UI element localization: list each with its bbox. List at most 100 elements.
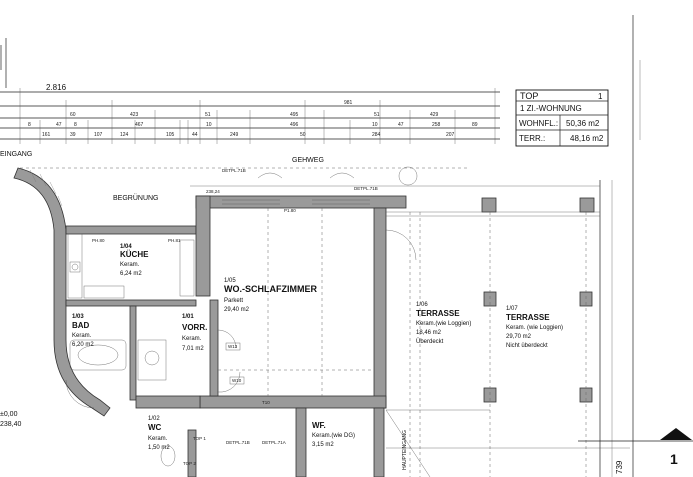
info-living-label: WOHNFL.: <box>519 119 558 128</box>
room-wc-finish: Keram. <box>148 436 168 442</box>
dim-row3-e: 10 <box>206 122 212 128</box>
tag-misc-a: P1.80 <box>284 208 296 213</box>
detail-tags: DETPL.71B DETPL.71B DETPL.71B DETPL.71A … <box>0 168 378 466</box>
room-wf: WF. Keram.(wie DG) 3,15 m2 <box>312 421 355 448</box>
dim-row4-g: 249 <box>230 132 239 138</box>
info-terrace-label: TERR.: <box>519 134 545 143</box>
room-bath-number: 1/03 <box>72 314 84 320</box>
room-wc-name: WC <box>148 423 162 432</box>
dim-row4-c: 107 <box>94 132 103 138</box>
dim-row4-d: 124 <box>120 132 129 138</box>
room-kitchen-name: KÜCHE <box>120 250 149 259</box>
room-kitchen-area: 6,24 m2 <box>120 271 142 277</box>
dim-row2-f: 429 <box>430 112 439 118</box>
room-terrace2-area: 29,70 m2 <box>506 334 532 340</box>
kitchen-fixtures <box>67 233 195 299</box>
dim-row3-c: 8 <box>74 122 77 128</box>
tag-detail-2: DETPL.71B <box>354 186 378 191</box>
dim-row3-d: 467 <box>135 122 144 128</box>
room-terrace1-note: Überdeckt <box>416 338 444 345</box>
tag-top1: TOP 1 <box>193 436 206 441</box>
room-living-name: WO.-SCHLAFZIMMER <box>224 284 317 294</box>
tag-elev-3: 238,40 <box>0 421 22 428</box>
dim-row2-e: 51 <box>374 112 380 118</box>
dim-row1-a: 981 <box>344 100 353 106</box>
dim-row2-c: 51 <box>205 112 211 118</box>
walls <box>65 195 595 477</box>
room-terrace2-name: TERRASSE <box>506 313 550 322</box>
info-living-value: 50,36 m2 <box>566 119 600 128</box>
dim-row4-b: 39 <box>70 132 76 138</box>
dim-row4-h: 50 <box>300 132 306 138</box>
dim-row4-a: 161 <box>42 132 51 138</box>
tag-elev-1: 238,24 <box>206 189 220 194</box>
dim-row2-a: 60 <box>70 112 76 118</box>
room-living: 1/05 WO.-SCHLAFZIMMER Parkett 29,40 m2 <box>224 278 317 313</box>
room-wc-area: 1,50 m2 <box>148 445 170 451</box>
dim-row3-a: 8 <box>28 122 31 128</box>
room-living-area: 29,40 m2 <box>224 307 250 313</box>
tag-misc-c: PH.81 <box>168 238 181 243</box>
street-label: GEHWEG <box>292 157 324 164</box>
room-terrace2-finish: Keram. (wie Loggien) <box>506 325 563 331</box>
curved-entrance-wall <box>13 167 111 417</box>
room-hall-name: VORR. <box>182 323 207 332</box>
dim-row3-b: 47 <box>56 122 62 128</box>
room-terrace2-number: 1/07 <box>506 306 518 312</box>
entrance-label: EINGANG <box>0 151 32 158</box>
room-bath-area: 6,20 m2 <box>72 342 94 348</box>
tag-w13: W13 <box>228 344 238 349</box>
dim-row4-f: 44 <box>192 132 198 138</box>
info-terrace-value: 48,16 m2 <box>570 134 604 143</box>
room-hall-finish: Keram. <box>182 336 202 342</box>
tag-detail-3: DETPL.71B <box>226 440 250 445</box>
room-kitchen: 1/04 KÜCHE Keram. 6,24 m2 <box>120 244 149 277</box>
dim-row4-i: 284 <box>372 132 381 138</box>
section-dimension: 739 <box>615 460 624 474</box>
overall-dimension: 2.816 <box>46 83 67 92</box>
room-bath: 1/03 BAD Keram. 6,20 m2 <box>72 314 94 348</box>
tag-detail-4: DETPL.71A <box>262 440 286 445</box>
dim-row3-i: 258 <box>432 122 441 128</box>
room-wf-finish: Keram.(wie DG) <box>312 433 355 439</box>
room-wc: 1/02 WC Keram. 1,50 m2 <box>148 416 170 451</box>
dim-row3-j: 89 <box>472 122 478 128</box>
room-terrace1-finish: Keram.(wie Loggien) <box>416 321 471 327</box>
room-wf-area: 3,15 m2 <box>312 442 334 448</box>
tag-w10: W10 <box>232 378 242 383</box>
room-terrace2-note: Nicht überdeckt <box>506 343 548 349</box>
room-kitchen-number: 1/04 <box>120 244 132 250</box>
toilet-fixture <box>160 445 176 467</box>
room-living-number: 1/05 <box>224 278 236 284</box>
room-wc-number: 1/02 <box>148 416 160 422</box>
room-terrace1-name: TERRASSE <box>416 309 460 318</box>
room-kitchen-finish: Keram. <box>120 262 140 268</box>
room-hall-number: 1/01 <box>182 314 194 320</box>
room-terrace1-area: 18,46 m2 <box>416 330 442 336</box>
dim-row2-b: 423 <box>130 112 139 118</box>
tag-misc-b: PH.80 <box>92 238 105 243</box>
room-terrace-covered: 1/06 TERRASSE Keram.(wie Loggien) 18,46 … <box>416 302 471 345</box>
info-top-number: 1 <box>598 92 603 101</box>
room-hall-area: 7,01 m2 <box>182 346 204 352</box>
room-bath-name: BAD <box>72 321 90 330</box>
section-marker: 1 739 <box>578 428 693 474</box>
tag-misc-d: T10 <box>262 400 270 405</box>
dimension-chains: 2.816 981 60 423 51 495 51 429 8 47 8 46… <box>0 83 500 144</box>
tag-detail-1: DETPL.71B <box>222 168 246 173</box>
dim-row3-h: 47 <box>398 122 404 128</box>
room-terrace-open: 1/07 TERRASSE Keram. (wie Loggien) 29,70… <box>506 306 563 349</box>
dim-row4-e: 105 <box>166 132 175 138</box>
dim-row3-g: 10 <box>372 122 378 128</box>
dim-row2-d: 495 <box>290 112 299 118</box>
unit-info-box: TOP 1 1 ZI.-WOHNUNG WOHNFL.: 50,36 m2 TE… <box>515 89 609 147</box>
tag-top2: TOP 2 <box>183 461 196 466</box>
tag-elev-2: ±0,00 <box>0 411 18 418</box>
room-bath-finish: Keram. <box>72 333 92 339</box>
room-terrace1-number: 1/06 <box>416 302 428 308</box>
info-top-label: TOP <box>520 91 538 101</box>
section-number: 1 <box>670 451 678 467</box>
room-wf-name: WF. <box>312 421 326 430</box>
dim-row4-j: 207 <box>446 132 455 138</box>
